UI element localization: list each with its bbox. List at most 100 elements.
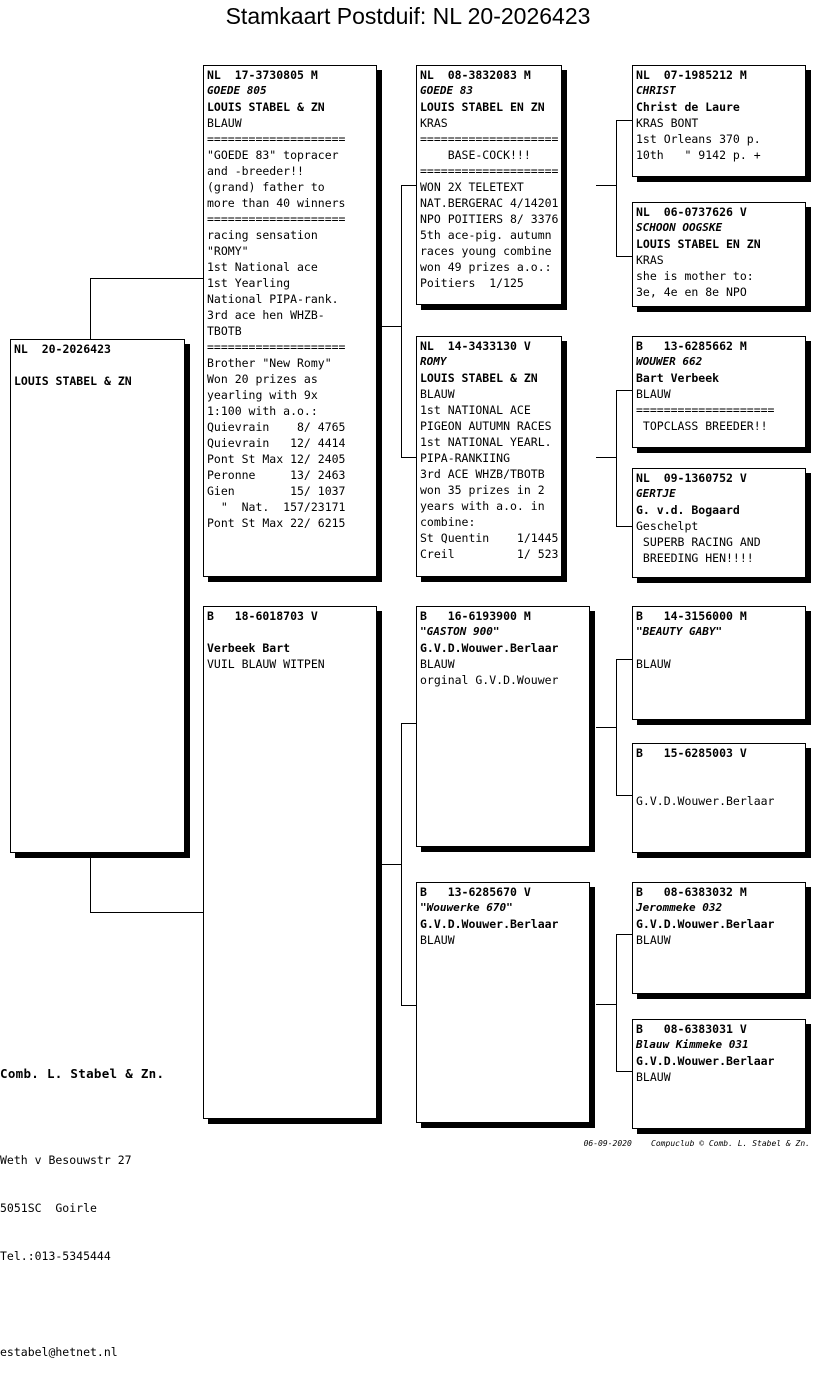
info-line: BLAUW: [420, 933, 455, 947]
connector: [596, 457, 616, 458]
owner-block: Comb. L. Stabel & Zn. Weth v Besouwstr 2…: [0, 1034, 164, 1376]
ring-number: NL 14-3433130 V: [420, 339, 531, 353]
ring-number: B 16-6193900 M: [420, 609, 531, 623]
info-line: races young combine: [420, 244, 552, 258]
info-line: [636, 640, 805, 656]
info-line: KRAS: [636, 253, 664, 267]
footer: 06-09-2020 Compuclub © Comb. L. Stabel &…: [584, 1139, 810, 1148]
connector: [377, 326, 401, 327]
pigeon-name: Jerommeke 032: [636, 901, 723, 914]
info-line: G.V.D.Wouwer.Berlaar: [420, 641, 559, 655]
pigeon-name: ROMY: [420, 355, 447, 368]
info-line: 3rd ace hen WHZB-: [207, 308, 325, 322]
pigeon-name: CHRIST: [636, 84, 676, 97]
info-line: orginal G.V.D.Wouwer: [420, 673, 559, 687]
info-line: 5th ace-pig. autumn: [420, 228, 552, 242]
info-line: G.V.D.Wouwer.Berlaar: [636, 794, 775, 808]
info-line: [207, 624, 376, 640]
info-line: Poitiers 1/125: [420, 276, 524, 290]
connector: [616, 120, 617, 256]
card-body: G.V.D.Wouwer.Berlaar: [636, 761, 805, 809]
info-line: 10th " 9142 p. +: [636, 148, 761, 162]
info-line: ====================: [636, 403, 775, 417]
ring-number: B 14-3156000 M: [636, 609, 747, 623]
connector: [401, 185, 417, 186]
info-line: ====================: [207, 212, 346, 226]
info-line: Christ de Laure: [636, 100, 740, 114]
info-line: National PIPA-rank.: [207, 292, 339, 306]
info-line: 1st NATIONAL ACE: [420, 403, 531, 417]
connector: [596, 185, 616, 186]
info-line: KRAS BONT: [636, 116, 699, 130]
info-line: more than 40 winners: [207, 196, 346, 210]
owner-phone: Tel.:013-5345444: [0, 1249, 111, 1263]
ring-number: NL 07-1985212 M: [636, 68, 747, 82]
info-line: 1:100 with a.o.:: [207, 404, 318, 418]
info-line: BREEDING HEN!!!!: [636, 551, 754, 565]
pigeon-name: "BEAUTY GABY": [636, 625, 723, 638]
info-line: BLAUW: [636, 1070, 671, 1084]
connector: [616, 934, 617, 1071]
info-line: St Quentin 1/1445: [420, 531, 559, 545]
connector: [401, 723, 402, 1005]
info-line: WON 2X TELETEXT: [420, 180, 524, 194]
info-line: Pont St Max 12/ 2405: [207, 452, 346, 466]
ring-number: NL 09-1360752 V: [636, 471, 747, 485]
info-line: Geschelpt: [636, 519, 699, 533]
ring-number: NL 06-0737626 V: [636, 205, 747, 219]
info-line: LOUIS STABEL & ZN: [207, 100, 325, 114]
info-line: TBOTB: [207, 324, 242, 338]
pigeon-name: GOEDE 83: [420, 84, 473, 97]
info-line: 1st Orleans 370 p.: [636, 132, 761, 146]
connector: [616, 256, 633, 257]
connector: [90, 852, 91, 912]
info-line: ====================: [420, 132, 559, 146]
connector: [616, 120, 633, 121]
info-line: VUIL BLAUW WITPEN: [207, 657, 325, 671]
info-line: won 49 prizes a.o.:: [420, 260, 552, 274]
info-line: ====================: [420, 164, 559, 178]
info-line: SUPERB RACING AND: [636, 535, 761, 549]
info-line: [636, 761, 805, 777]
info-line: "ROMY": [207, 244, 249, 258]
pigeon-name: GERTJE: [636, 487, 676, 500]
info-line: [14, 357, 184, 373]
info-line: Quievrain 12/ 4414: [207, 436, 346, 450]
owner-email[interactable]: estabel@hetnet.nl: [0, 1345, 118, 1359]
pigeon-name: "Wouwerke 670": [420, 901, 513, 914]
info-line: Creil 1/ 523: [420, 547, 559, 561]
pigeon-card-mother-mother[interactable]: B 13-6285670 V"Wouwerke 670"G.V.D.Wouwer…: [416, 882, 590, 1123]
connector: [616, 659, 617, 795]
info-line: 3e, 4e en 8e NPO: [636, 285, 747, 299]
info-line: Gien 15/ 1037: [207, 484, 346, 498]
info-line: Brother "New Romy": [207, 356, 332, 370]
card-body: "BEAUTY GABY"BLAUW: [636, 624, 805, 672]
pigeon-name: "GASTON 900": [420, 625, 500, 638]
info-line: won 35 prizes in 2: [420, 483, 545, 497]
connector: [596, 727, 616, 728]
pigeon-card-mother-father[interactable]: B 16-6193900 M "GASTON 900" G.V.D.Wouwer.B…: [416, 606, 590, 847]
info-line: BLAUW: [636, 933, 671, 947]
pigeon-card-mf-father[interactable]: B 14-3156000 M"BEAUTY GABY"BLAUW: [632, 606, 806, 720]
info-line: 1st National ace: [207, 260, 318, 274]
connector: [90, 278, 204, 279]
pigeon-name: Blauw Kimmeke 031: [636, 1038, 749, 1051]
connector: [616, 390, 633, 391]
